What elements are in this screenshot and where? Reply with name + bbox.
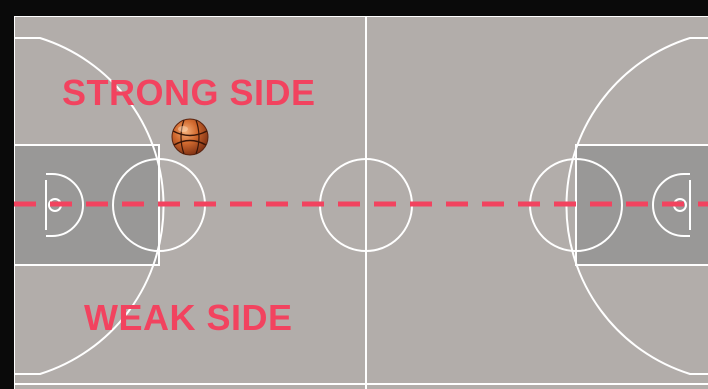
weak-side-label: WEAK SIDE	[84, 297, 293, 338]
strong-side-label: STRONG SIDE	[62, 72, 316, 113]
basketball-icon	[172, 119, 208, 155]
